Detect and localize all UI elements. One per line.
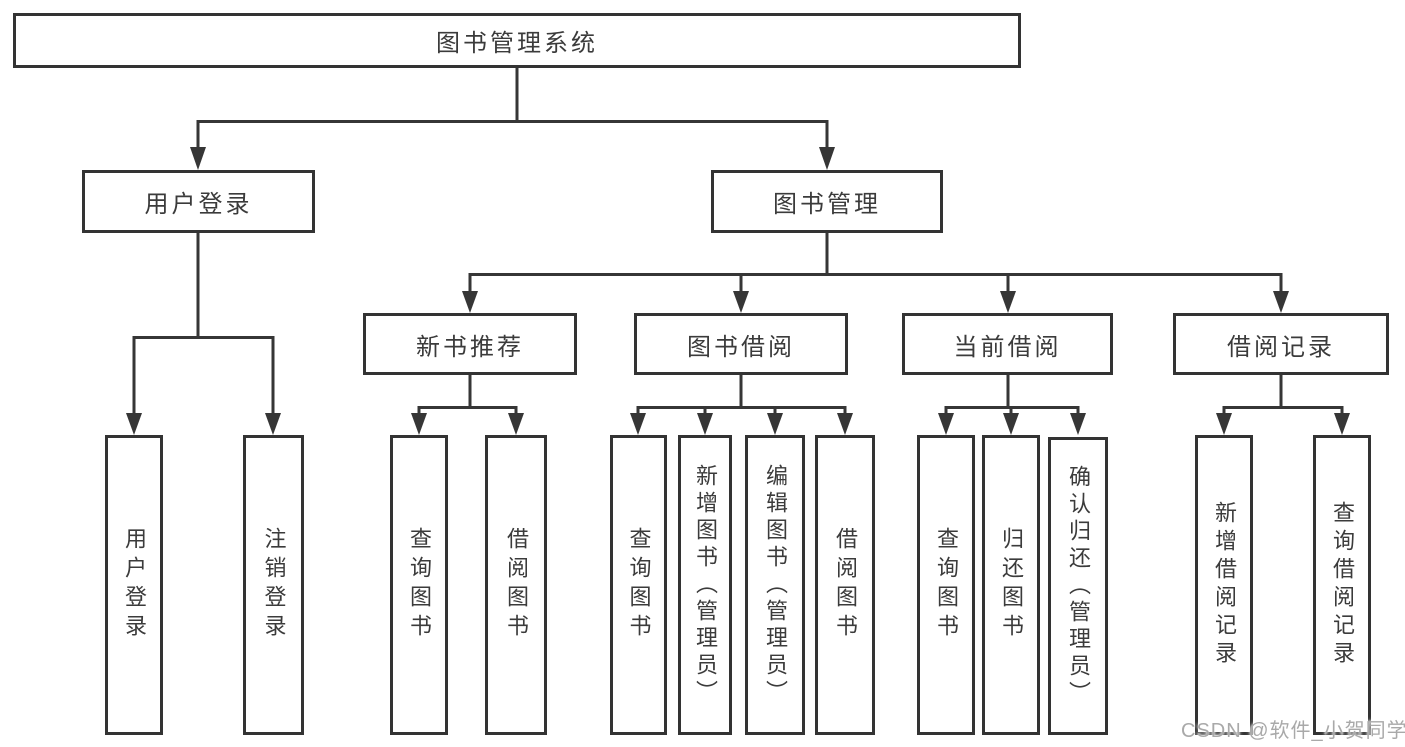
leaf-label: 确认归还（管理员） [1066,464,1091,708]
node-new-book-recommend: 新书推荐 [363,313,577,375]
leaf-current-confirm-return-admin: 确认归还（管理员） [1048,437,1108,735]
node-book-management-branch: 图书管理 [711,170,943,233]
leaf-current-return-book: 归还图书 [982,435,1040,735]
leaf-label: 注销登录 [261,527,287,643]
node-label: 借阅记录 [1227,333,1335,361]
leaf-label: 新增借阅记录 [1212,501,1237,669]
leaf-logout: 注销登录 [243,435,304,735]
leaf-records-query-record: 查询借阅记录 [1313,435,1371,735]
csdn-watermark: CSDN @软件_小贺同学 [1181,720,1405,742]
leaf-label: 借阅图书 [504,527,529,643]
node-book-borrow: 图书借阅 [634,313,848,375]
node-label: 当前借阅 [953,333,1062,361]
leaf-recommend-borrow-book: 借阅图书 [485,435,547,735]
leaf-label: 归还图书 [999,527,1024,643]
node-label: 图书借阅 [687,333,795,361]
leaf-label: 新增图书（管理员） [693,463,718,707]
node-current-borrow: 当前借阅 [902,313,1113,375]
node-user-login-branch: 用户登录 [82,170,315,233]
leaf-user-login: 用户登录 [105,435,163,735]
leaf-label: 编辑图书（管理员） [763,463,788,707]
leaf-borrow-borrow-book: 借阅图书 [815,435,875,735]
leaf-label: 用户登录 [122,527,147,643]
leaf-borrow-add-book-admin: 新增图书（管理员） [678,435,732,735]
leaf-recommend-query-book: 查询图书 [390,435,448,735]
leaf-records-add-record: 新增借阅记录 [1195,435,1253,735]
arrowheads [126,147,1350,435]
leaf-label: 借阅图书 [833,527,858,643]
leaf-label: 查询借阅记录 [1330,501,1355,669]
node-borrow-records: 借阅记录 [1173,313,1389,375]
node-label: 新书推荐 [416,333,524,361]
leaf-label: 查询图书 [934,527,959,643]
node-label: 图书管理 [773,191,881,218]
leaf-borrow-query-book: 查询图书 [610,435,667,735]
leaf-current-query-book: 查询图书 [917,435,975,735]
node-root-system: 图书管理系统 [13,13,1021,68]
node-root-label: 图书管理系统 [436,30,598,57]
leaf-label: 查询图书 [407,527,432,643]
leaf-borrow-edit-book-admin: 编辑图书（管理员） [745,435,805,735]
leaf-label: 查询图书 [626,527,652,643]
node-label: 用户登录 [144,191,253,218]
